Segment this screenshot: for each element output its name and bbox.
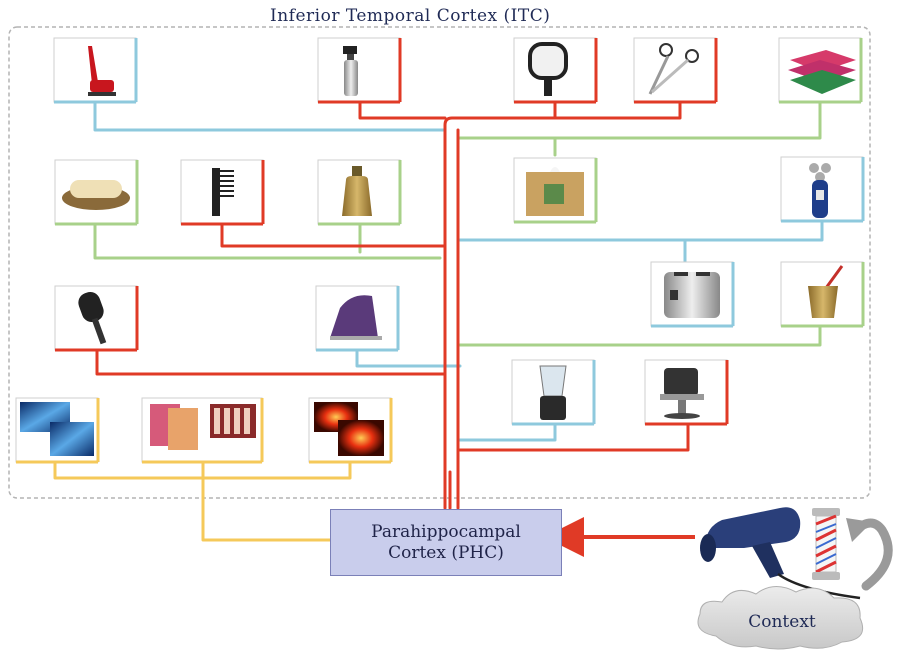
itc-boundary xyxy=(8,26,871,499)
sunset-photo-icon xyxy=(314,402,384,456)
hair-dryer-icon xyxy=(700,507,861,600)
tile-scissors xyxy=(633,37,718,104)
clothes-iron-icon xyxy=(330,295,382,340)
soap-dish-icon xyxy=(62,180,130,210)
tile-toothbrush-cup xyxy=(780,261,865,328)
context-label: Context xyxy=(748,612,816,632)
toothbrush-cup-icon xyxy=(808,265,844,318)
tile-spray-bottle xyxy=(317,37,402,104)
phc-box: Parahippocampal Cortex (PHC) xyxy=(330,509,562,576)
tile-comb xyxy=(180,159,265,226)
tile-hair-brush xyxy=(54,285,139,352)
context-cloud xyxy=(697,586,864,650)
barber-chair-icon xyxy=(660,368,704,419)
phc-label-line1: Parahippocampal xyxy=(371,521,521,542)
toaster-icon xyxy=(664,272,720,318)
tile-toaster xyxy=(650,261,735,328)
tile-barber-chair xyxy=(644,359,729,426)
tile-tissue-box xyxy=(513,157,598,224)
electric-shaver-icon xyxy=(809,163,831,218)
tile-blender xyxy=(511,359,596,426)
towels-icon xyxy=(788,50,856,94)
tile-magazine-photos xyxy=(141,397,264,464)
spray-bottle-icon xyxy=(343,46,358,96)
hair-brush-icon xyxy=(78,291,107,345)
connection-lines xyxy=(53,101,824,542)
soap-dispenser-icon xyxy=(342,166,372,216)
tile-sunset-photo xyxy=(308,397,393,464)
blender-icon xyxy=(539,365,567,420)
tile-soap-dish xyxy=(54,159,139,226)
tile-ocean-photo xyxy=(15,397,100,464)
barber-pole-icon xyxy=(812,508,840,580)
context-loop-arrow xyxy=(846,518,893,591)
tile-clothes-iron xyxy=(315,285,400,352)
vacuum-cleaner-icon xyxy=(88,46,116,96)
tile-hand-mirror xyxy=(513,37,598,104)
scissors-icon xyxy=(648,43,699,95)
ocean-photo-icon xyxy=(20,402,94,456)
itc-title: Inferior Temporal Cortex (ITC) xyxy=(270,6,551,26)
tile-vacuum-cleaner xyxy=(53,37,138,104)
tile-towels xyxy=(778,37,863,104)
magazine-photos-icon xyxy=(150,404,256,450)
tile-soap-dispenser xyxy=(317,159,402,226)
phc-label-line2: Cortex (PHC) xyxy=(388,542,504,563)
tissue-box-icon xyxy=(526,167,584,216)
tile-electric-shaver xyxy=(780,156,865,223)
hand-mirror-icon xyxy=(528,42,568,96)
comb-icon xyxy=(212,168,234,216)
